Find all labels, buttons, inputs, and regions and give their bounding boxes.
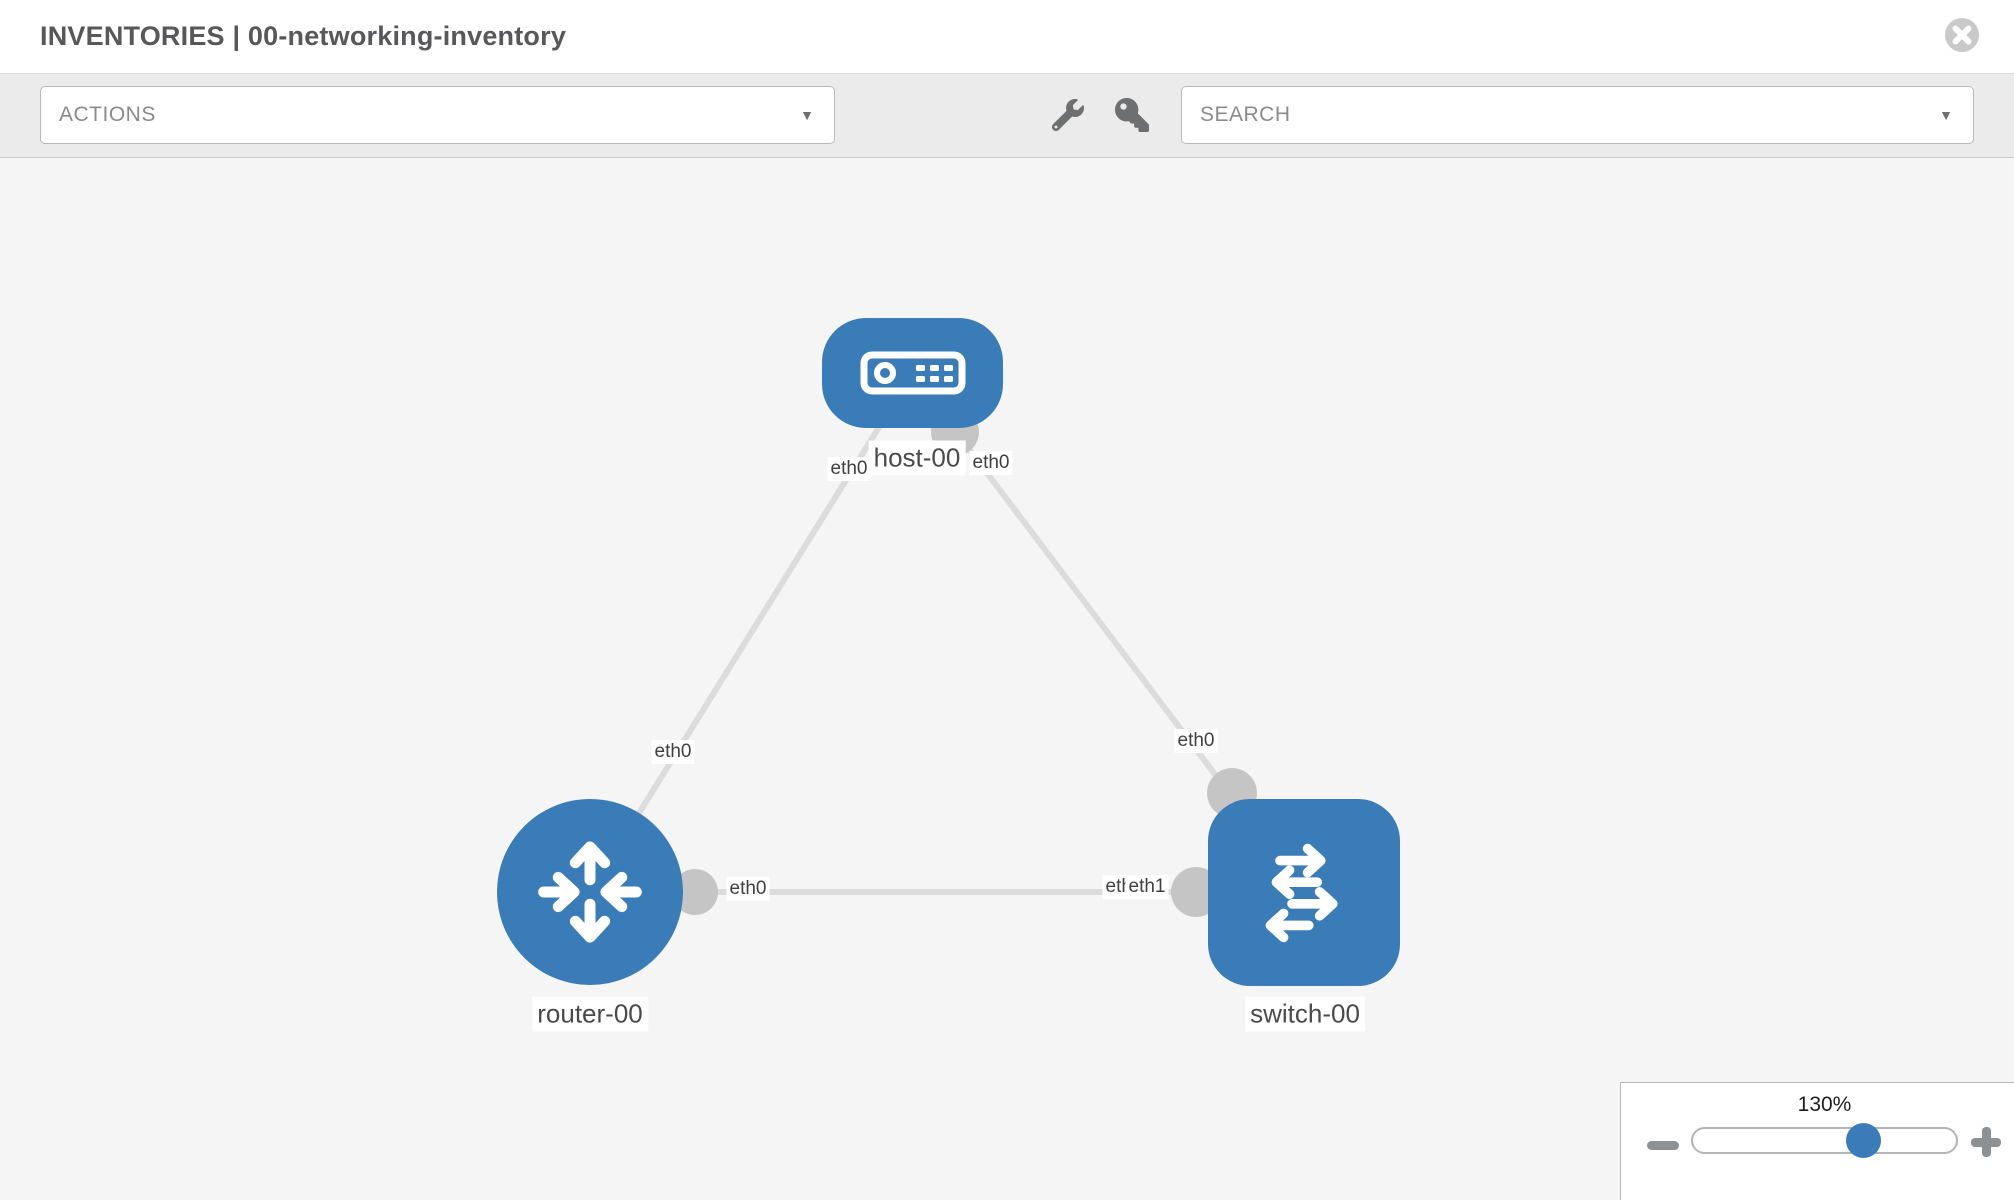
- actions-dropdown[interactable]: ACTIONS ▼: [40, 86, 835, 144]
- header-bar: INVENTORIES | 00-networking-inventory: [0, 0, 2014, 73]
- iface-label-host-right: eth0: [969, 451, 1013, 475]
- topology-edges: [587, 372, 1307, 895]
- search-dropdown[interactable]: SEARCH ▼: [1181, 86, 1974, 144]
- configure-button[interactable]: [1050, 98, 1086, 134]
- zoom-level-value: 130%: [1797, 1093, 1852, 1116]
- search-dropdown-label: SEARCH: [1200, 103, 1291, 126]
- close-icon: [1944, 18, 1980, 56]
- wrench-icon: [1051, 98, 1084, 134]
- chevron-down-icon: ▼: [1939, 107, 1953, 123]
- iface-label-switch-left-over: eth1: [1125, 875, 1169, 899]
- iface-label-router-right: eth0: [726, 877, 770, 901]
- zoom-control-panel: 130%: [1620, 1082, 2014, 1200]
- iface-label-router-top: eth0: [651, 740, 695, 764]
- actions-dropdown-label: ACTIONS: [59, 103, 156, 126]
- page-title: INVENTORIES | 00-networking-inventory: [40, 21, 567, 51]
- close-button[interactable]: [1944, 17, 1980, 53]
- node-switch-00[interactable]: [1208, 799, 1400, 986]
- toolbar: ACTIONS ▼ SEARCH ▼: [0, 73, 2014, 158]
- iface-label-switch-top: eth0: [1174, 729, 1218, 753]
- chevron-down-icon: ▼: [800, 107, 814, 123]
- credentials-button[interactable]: [1114, 98, 1150, 134]
- node-router-00[interactable]: [497, 799, 683, 985]
- node-label-router: router-00: [532, 996, 648, 1032]
- key-icon: [1115, 98, 1149, 135]
- topology-canvas[interactable]: host-00 router-00 switch-00 eth0 eth0 et…: [0, 159, 2014, 1200]
- zoom-slider-thumb[interactable]: [1846, 1123, 1881, 1158]
- zoom-in-button[interactable]: [1971, 1127, 2001, 1157]
- minus-icon: [1647, 1141, 1679, 1150]
- zoom-out-button[interactable]: [1647, 1135, 1679, 1155]
- node-label-switch: switch-00: [1245, 996, 1365, 1032]
- iface-label-host-left: eth0: [827, 457, 871, 481]
- node-label-host: host-00: [868, 440, 966, 476]
- zoom-slider-track[interactable]: [1691, 1127, 1958, 1154]
- node-host-00[interactable]: [822, 318, 1003, 428]
